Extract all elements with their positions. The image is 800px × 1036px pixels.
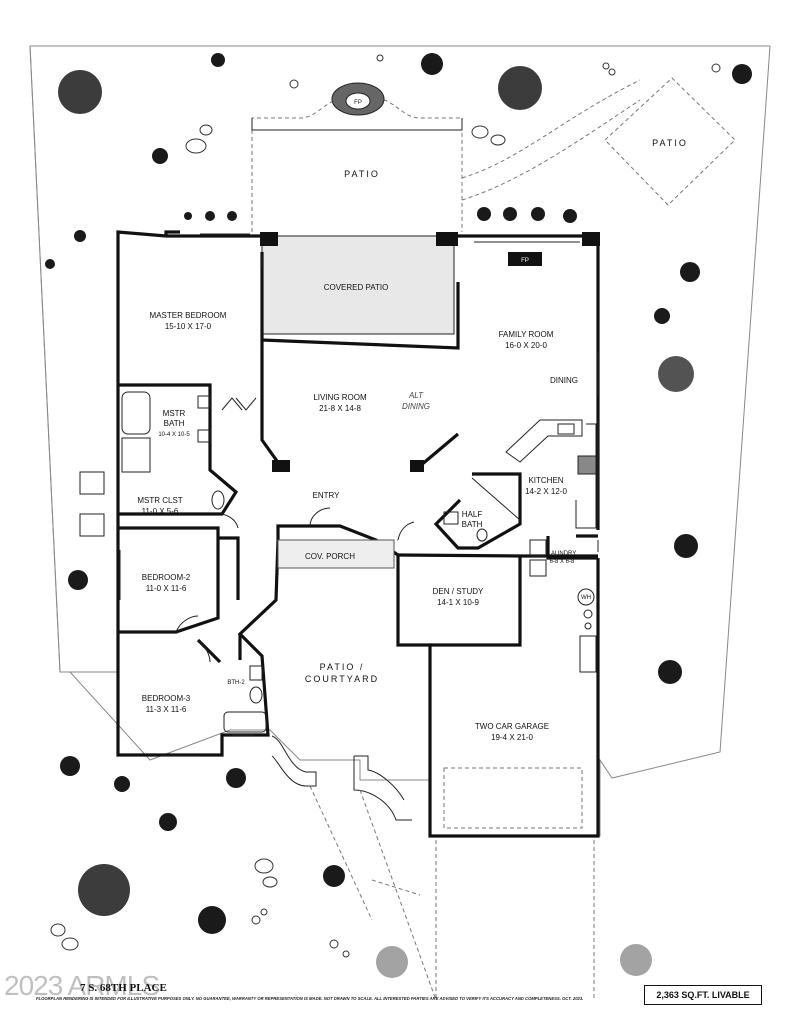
family-room-label: FAMILY ROOM bbox=[499, 330, 554, 339]
fireplace-family-shape bbox=[508, 252, 542, 266]
garage-fixture-1 bbox=[583, 609, 593, 619]
half-bath-sink bbox=[443, 511, 459, 525]
corner-post-2 bbox=[436, 232, 458, 246]
fireplace-top-label: FP bbox=[354, 100, 362, 106]
range-cooktop bbox=[577, 455, 597, 475]
covered-porch-area bbox=[277, 539, 395, 569]
laundry-size: 6-8 X 6-8 bbox=[550, 559, 575, 565]
covered-patio-area bbox=[261, 235, 455, 335]
path-to-right-patio bbox=[461, 79, 641, 201]
landscape-rocks bbox=[50, 54, 721, 958]
window-lines bbox=[119, 233, 599, 757]
family-room-size: 16-0 X 20-0 bbox=[505, 341, 547, 350]
landscape-trees bbox=[45, 53, 752, 978]
half-bath-line2: BATH bbox=[462, 520, 483, 529]
master-toilet bbox=[211, 490, 225, 510]
entry-label: ENTRY bbox=[313, 491, 341, 500]
patio-courtyard-line2: COURTYARD bbox=[305, 674, 379, 684]
copyright-watermark: 2023 ARMLS bbox=[4, 970, 160, 1001]
alt-dining-line2: DINING bbox=[402, 402, 430, 411]
half-bath-line1: HALF bbox=[462, 510, 483, 519]
walkway-dashed bbox=[309, 785, 595, 1001]
den-label: DEN / STUDY bbox=[433, 587, 484, 596]
ac-unit-2 bbox=[79, 513, 105, 537]
garage-door-outline bbox=[443, 767, 583, 829]
wh-label: WH bbox=[581, 595, 591, 601]
ac-unit-1 bbox=[79, 471, 105, 495]
washer bbox=[529, 539, 547, 557]
garage-storage bbox=[579, 635, 597, 673]
corner-post-1 bbox=[260, 232, 278, 246]
bedroom2-size: 11-0 X 11-6 bbox=[146, 584, 187, 593]
patio-courtyard-line1: PATIO / bbox=[320, 662, 365, 672]
water-heater-shape bbox=[577, 588, 595, 606]
master-shower bbox=[121, 437, 151, 473]
half-bath-toilet bbox=[476, 528, 488, 542]
bedroom3-label: BEDROOM-3 bbox=[142, 694, 191, 703]
living-room-label: LIVING ROOM bbox=[313, 393, 367, 402]
livable-sqft-box: 2,363 SQ.FT. LIVABLE bbox=[644, 985, 762, 1005]
kitchen-size: 14-2 X 12-0 bbox=[525, 487, 567, 496]
walkway-curves bbox=[271, 735, 412, 821]
living-post-left bbox=[272, 460, 290, 472]
bath2-sink bbox=[249, 665, 263, 681]
mstr-bath-line2: BATH bbox=[164, 419, 185, 428]
door-swings bbox=[175, 397, 415, 663]
living-room-size: 21-8 X 14-8 bbox=[319, 404, 361, 413]
garage-fixture-2 bbox=[584, 622, 592, 630]
dining-label: DINING bbox=[550, 376, 578, 385]
fireplace-family-label: FP bbox=[521, 258, 529, 264]
bedroom2-label: BEDROOM-2 bbox=[142, 573, 191, 582]
fireplace-top-inner bbox=[345, 92, 371, 110]
bath2-toilet bbox=[249, 686, 263, 704]
den-size: 14-1 X 10-9 bbox=[437, 598, 479, 607]
top-patio-wall bbox=[251, 118, 463, 131]
top-patio-outline bbox=[251, 94, 463, 232]
master-tub bbox=[121, 391, 151, 435]
mstr-bath-size: 10-4 X 10-5 bbox=[158, 432, 190, 438]
interior-walls bbox=[118, 252, 598, 664]
master-sink-2 bbox=[197, 429, 211, 443]
garage-label: TWO CAR GARAGE bbox=[475, 722, 549, 731]
bth2-label: BTH-2 bbox=[227, 680, 245, 686]
mstr-bath-line1: MSTR bbox=[163, 409, 186, 418]
cov-porch-label: COV. PORCH bbox=[305, 552, 355, 561]
mstr-clst-size: 11-0 X 5-6 bbox=[142, 507, 179, 516]
master-bedroom-label: MASTER BEDROOM bbox=[150, 311, 227, 320]
garage-size: 19-4 X 21-0 bbox=[491, 733, 533, 742]
master-bedroom-size: 15-10 X 17-0 bbox=[165, 322, 212, 331]
address-text: 7 S. 68TH PLACE bbox=[80, 982, 167, 994]
kitchen-sink bbox=[557, 423, 575, 435]
kitchen-counter bbox=[471, 423, 597, 529]
laundry-label: LAUNDRY bbox=[548, 551, 577, 557]
mstr-clst-label: MSTR CLST bbox=[137, 496, 182, 505]
lot-boundary-left bbox=[29, 45, 118, 673]
kitchen-label: KITCHEN bbox=[528, 476, 563, 485]
bedroom3-size: 11-3 X 11-6 bbox=[146, 705, 187, 714]
lot-boundary bbox=[29, 45, 771, 837]
patio-top-label: PATIO bbox=[344, 169, 380, 179]
master-sink-1 bbox=[197, 395, 211, 409]
disclaimer-text: FLOORPLAN RENDERING IS INTENDED FOR ILLU… bbox=[36, 996, 584, 1001]
covered-patio-label: COVERED PATIO bbox=[324, 283, 389, 292]
patio-right-label: PATIO bbox=[652, 138, 688, 148]
dryer bbox=[529, 559, 547, 577]
living-post-right bbox=[410, 460, 424, 472]
alt-dining-line1: ALT bbox=[408, 391, 424, 400]
kitchen-island bbox=[505, 419, 583, 463]
bath2-tub bbox=[223, 711, 267, 733]
right-patio-outline bbox=[604, 77, 736, 206]
corner-post-3 bbox=[582, 232, 600, 246]
